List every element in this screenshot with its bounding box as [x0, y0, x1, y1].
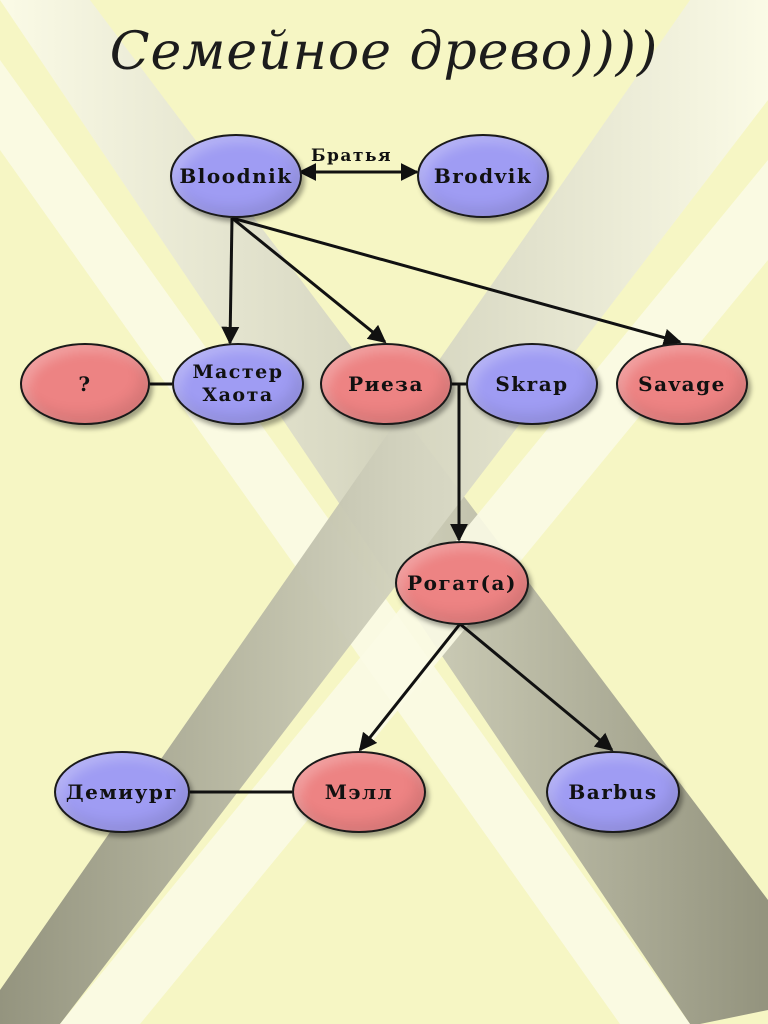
edge-bloodnik-rieza: [231, 216, 387, 344]
node-rogat: Рогат(а): [395, 541, 529, 625]
edge-bloodnik-master: [221, 217, 240, 345]
node-rieza: Риеза: [320, 343, 452, 425]
siblings-label: Братья: [311, 146, 393, 166]
edge-bloodnik-savage: [231, 216, 682, 347]
node-skrap: Skrap: [466, 343, 598, 425]
node-barbus: Barbus: [546, 751, 680, 833]
edge-rogat-mell: [358, 623, 462, 752]
node-master-chaos: Мастер Хаота: [172, 343, 304, 425]
node-savage: Savage: [616, 343, 748, 425]
edge-rogat-barbus: [459, 622, 614, 752]
node-demiurge: Демиург: [54, 751, 190, 833]
node-brodvik: Brodvik: [417, 134, 549, 218]
node-unknown: ?: [20, 343, 150, 425]
page-title: Семейное древо)))): [109, 22, 659, 82]
node-bloodnik: Bloodnik: [170, 134, 302, 218]
node-mell: Мэлл: [292, 751, 426, 833]
